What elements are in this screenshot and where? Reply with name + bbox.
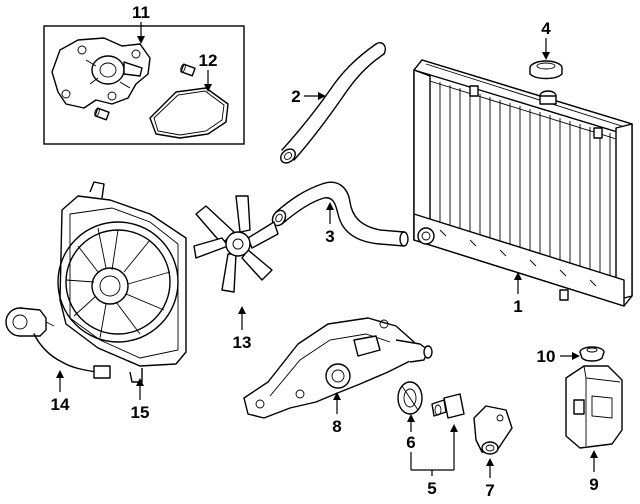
callout-15: 15 [131, 403, 150, 422]
leader-lines [56, 22, 598, 478]
lower-radiator-hose-part[interactable] [270, 181, 409, 247]
gasket-part[interactable] [149, 87, 229, 139]
callout-6: 6 [406, 433, 415, 452]
callout-labels: 11 12 2 3 4 1 13 14 15 8 6 5 7 10 9 [51, 3, 599, 500]
callout-14: 14 [51, 395, 70, 414]
coolant-reservoir-part[interactable] [565, 365, 623, 449]
callout-4: 4 [541, 19, 551, 38]
callout-3: 3 [325, 227, 334, 246]
fan-motor-part[interactable] [5, 307, 111, 379]
callout-11: 11 [132, 3, 150, 22]
water-pump-inset [43, 25, 245, 145]
water-pump-part[interactable] [51, 37, 151, 109]
callout-8: 8 [332, 417, 341, 436]
callout-10: 10 [537, 347, 556, 366]
temperature-sensor-part[interactable] [431, 393, 465, 419]
callout-1: 1 [513, 297, 522, 316]
callout-2: 2 [291, 87, 300, 106]
dowel-pin-part[interactable] [180, 63, 196, 77]
fan-shroud-part[interactable] [57, 181, 187, 383]
callout-5: 5 [427, 479, 436, 498]
thermostat-part[interactable] [397, 381, 423, 415]
radiator-cap-part[interactable] [529, 60, 563, 80]
callout-7: 7 [485, 481, 494, 500]
callout-12: 12 [199, 51, 218, 70]
radiator-part[interactable] [413, 59, 633, 307]
reservoir-cap-part[interactable] [579, 346, 605, 362]
water-inlet-part[interactable] [473, 405, 513, 455]
dowel-pin-part[interactable] [94, 107, 110, 121]
thermostat-housing-part[interactable] [243, 317, 433, 419]
inset-frame [43, 25, 245, 145]
callout-9: 9 [589, 475, 598, 494]
callout-13: 13 [233, 333, 252, 352]
fan-blade-part[interactable] [193, 195, 279, 293]
upper-radiator-hose-part[interactable] [278, 42, 386, 166]
